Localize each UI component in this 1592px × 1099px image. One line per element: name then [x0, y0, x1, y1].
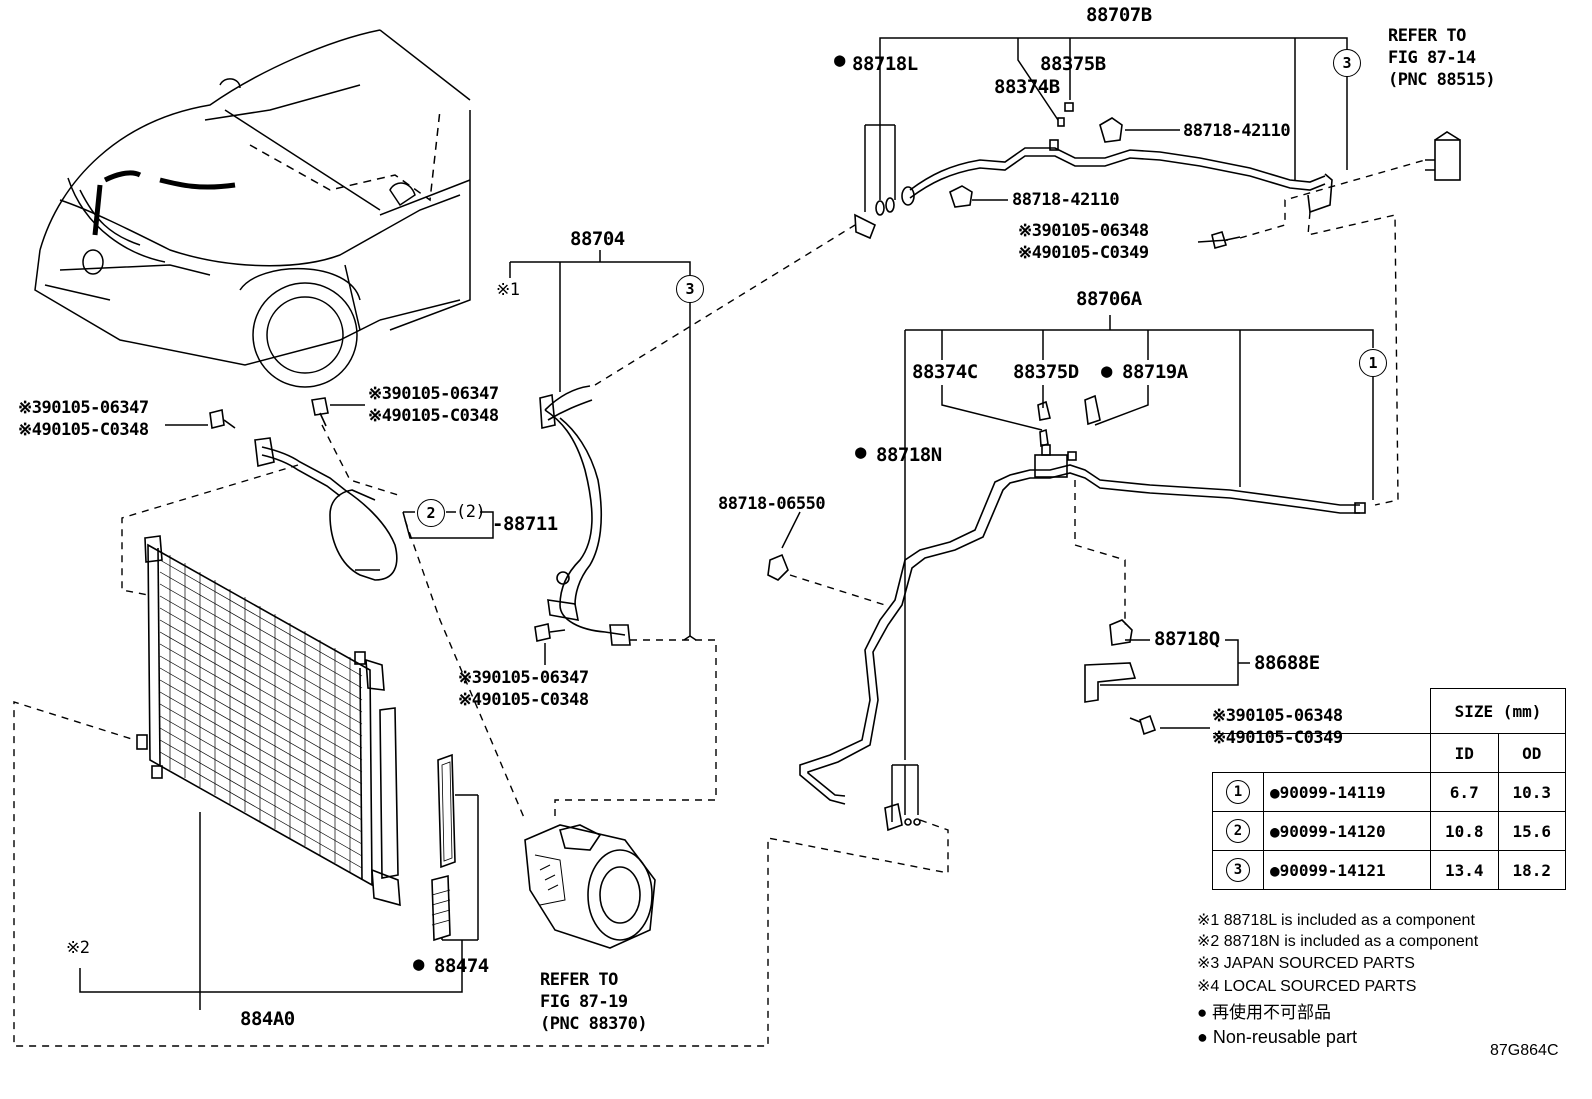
row-part[interactable]: ●90099-14119 [1263, 772, 1431, 812]
refer-to-line1: REFER TO [1388, 26, 1466, 46]
size-header: SIZE (mm) [1430, 688, 1566, 734]
leader-lines [79, 37, 1374, 1010]
note-marker-2: ※2 [66, 938, 90, 958]
row-od: 15.6 [1497, 811, 1566, 851]
non-reusable-mark: ● [834, 49, 846, 71]
refer-to-pnc[interactable]: (PNC 88370) [540, 1014, 648, 1034]
diagram-code: 87G864C [1490, 1042, 1559, 1059]
row-mark: 3 [1226, 858, 1250, 882]
part-88718-06550[interactable]: 88718-06550 [718, 494, 826, 514]
bolt-label[interactable]: ※490105-C0348 [368, 406, 499, 426]
non-reusable-mark: ● [855, 441, 867, 463]
o-ring-marker-2: 2 [417, 499, 445, 527]
part-88474[interactable]: 88474 [434, 955, 489, 977]
table-row: 2 ●90099-14120 10.8 15.6 [1212, 811, 1566, 851]
non-reusable-mark: ● [413, 953, 425, 975]
dashed-lines [13, 159, 1426, 1047]
refer-to-line1: REFER TO [540, 970, 618, 990]
bolt-label[interactable]: ※490105-C0348 [458, 690, 589, 710]
row-id: 10.8 [1430, 811, 1499, 851]
table-row: 1 ●90099-14119 6.7 10.3 [1212, 772, 1566, 812]
bolt-label[interactable]: ※390105-06348 [1018, 221, 1149, 241]
part-88718Q[interactable]: 88718Q [1154, 628, 1220, 650]
row-part[interactable]: ●90099-14120 [1263, 811, 1431, 851]
table-row: 3 ●90099-14121 13.4 18.2 [1212, 850, 1566, 890]
note-5: ● 再使用不可部品 [1197, 1003, 1331, 1022]
desiccant [431, 753, 456, 942]
row-part[interactable]: ●90099-14121 [1263, 850, 1431, 890]
part-88374B[interactable]: 88374B [994, 76, 1060, 98]
row-id: 6.7 [1430, 772, 1499, 812]
part-88706A[interactable]: 88706A [1076, 288, 1142, 310]
o-ring-marker-2-paren: (2) [456, 502, 486, 522]
bolt-label[interactable]: ※390105-06347 [368, 384, 499, 404]
refer-to-pnc[interactable]: (PNC 88515) [1388, 70, 1496, 90]
row-mark: 2 [1226, 819, 1250, 843]
part-88718-42110-b[interactable]: 88718-42110 [1012, 190, 1120, 210]
part-88688E[interactable]: 88688E [1254, 652, 1320, 674]
part-88704[interactable]: 88704 [570, 228, 625, 250]
o-ring-size-table: SIZE (mm) ID OD 1 ●90099-14119 6.7 10.3 … [1212, 688, 1566, 890]
refer-to-fig[interactable]: FIG 87-19 [540, 992, 628, 1012]
car-illustration [34, 29, 471, 388]
note-4: ※4 LOCAL SOURCED PARTS [1197, 978, 1417, 995]
part-88375B[interactable]: 88375B [1040, 53, 1106, 75]
o-ring-marker-1: 1 [1359, 349, 1387, 377]
note-2: ※2 88718N is included as a component [1197, 933, 1479, 950]
liquid-tube [767, 394, 1366, 832]
part-88707B[interactable]: 88707B [1086, 4, 1152, 26]
part-88718L[interactable]: 88718L [852, 53, 918, 75]
bolt-label[interactable]: ※390105-06347 [458, 668, 589, 688]
col-id: ID [1430, 733, 1499, 773]
bolt-label[interactable]: ※390105-06347 [18, 398, 149, 418]
note-1: ※1 88718L is included as a component [1197, 912, 1475, 929]
part-88718N[interactable]: 88718N [876, 444, 942, 466]
discharge-hose [254, 437, 398, 581]
suction-hose [539, 385, 631, 646]
non-reusable-mark: ● [1101, 360, 1113, 382]
part-88374C[interactable]: 88374C [912, 361, 978, 383]
row-od: 18.2 [1497, 850, 1566, 890]
note-marker-1: ※1 [496, 280, 520, 300]
discharge-tube [854, 102, 1461, 249]
condenser [136, 535, 401, 907]
note-6: ● Non-reusable part [1197, 1027, 1357, 1047]
compressor [524, 824, 656, 949]
part-88711[interactable]: -88711 [492, 513, 558, 535]
row-od: 10.3 [1497, 772, 1566, 812]
row-id: 13.4 [1430, 850, 1499, 890]
part-88718-42110-a[interactable]: 88718-42110 [1183, 121, 1291, 141]
note-3: ※3 JAPAN SOURCED PARTS [1197, 955, 1415, 972]
bolt-label[interactable]: ※490105-C0348 [18, 420, 149, 440]
o-ring-marker-3: 3 [676, 275, 704, 303]
part-88719A[interactable]: 88719A [1122, 361, 1188, 383]
col-od: OD [1497, 733, 1566, 773]
bolt-label[interactable]: ※490105-C0349 [1018, 243, 1149, 263]
row-mark: 1 [1226, 780, 1250, 804]
bolts [209, 397, 566, 642]
part-884A0[interactable]: 884A0 [240, 1008, 295, 1030]
o-ring-marker-3: 3 [1333, 49, 1361, 77]
part-88375D[interactable]: 88375D [1013, 361, 1079, 383]
refer-to-fig[interactable]: FIG 87-14 [1388, 48, 1476, 68]
